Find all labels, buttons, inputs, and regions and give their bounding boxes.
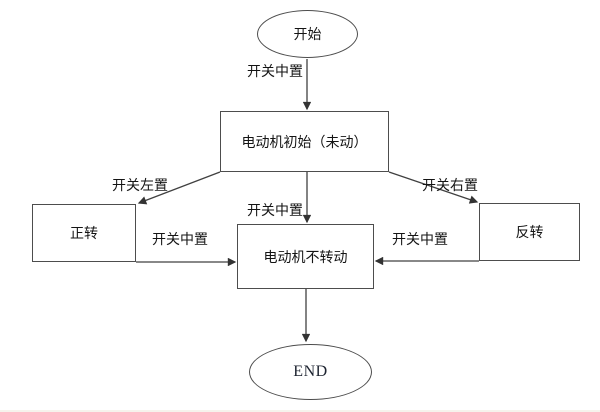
edge-label-switch-middle-right: 开关中置 [392,233,448,248]
node-reverse-rotation-label: 反转 [515,226,544,241]
node-forward-rotation-label: 正转 [70,227,98,242]
node-motor-not-rotating: 电动机不转动 [237,224,374,289]
edge-label-switch-right: 开关右置 [422,179,478,194]
edge-label-switch-middle-left: 开关中置 [152,233,208,248]
node-end-label: END [293,363,328,380]
edge-label-switch-left: 开关左置 [112,179,168,194]
node-motor-initial-label: 电动机初始（未动） [241,135,368,151]
node-start-label: 开始 [293,28,322,43]
node-end: END [249,344,372,400]
node-motor-not-rotating-label: 电动机不转动 [263,250,348,266]
node-motor-initial: 电动机初始（未动） [220,111,389,172]
node-start: 开始 [257,10,358,58]
node-forward-rotation: 正转 [32,204,136,262]
edge-label-switch-middle-top: 开关中置 [247,65,303,80]
node-reverse-rotation: 反转 [479,203,580,261]
edge-label-switch-middle-center: 开关中置 [247,204,303,219]
